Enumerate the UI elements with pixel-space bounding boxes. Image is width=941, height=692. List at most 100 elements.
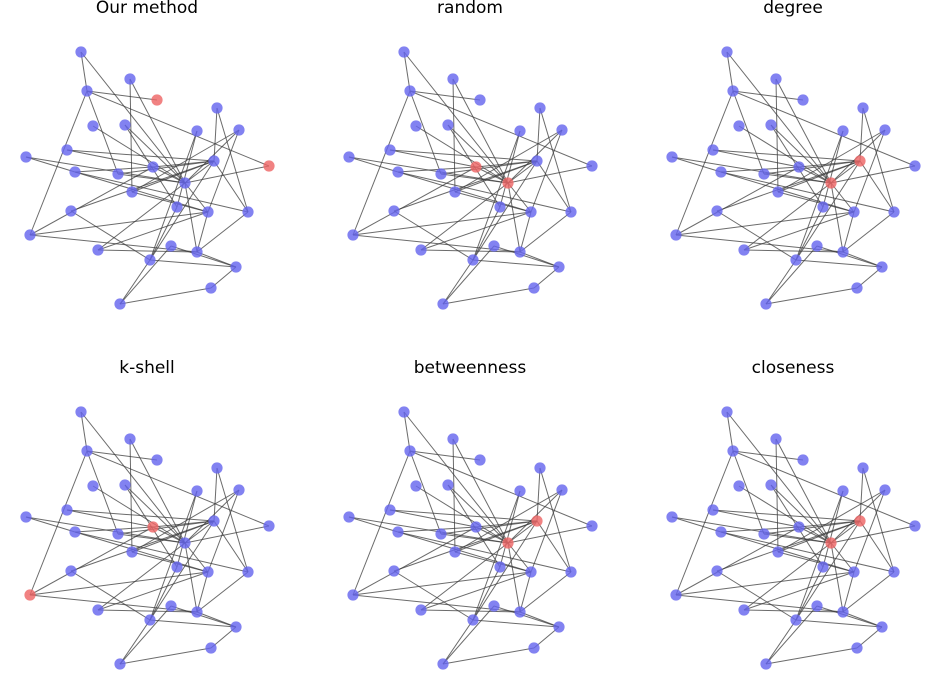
network-edge [409,450,442,535]
network-edge [830,160,861,184]
network-edge [74,166,154,173]
network-node [61,504,73,516]
network-edge [743,182,832,251]
network-edge [536,467,541,522]
network-edge [97,249,198,253]
network-edge [117,533,186,544]
network-edge [184,165,270,184]
network-edge [119,245,172,305]
network-edge [671,156,722,173]
highlighted-node [502,177,514,189]
network-node [69,166,81,178]
network-edge [170,245,237,268]
network-edge [352,450,411,596]
network-node [20,511,32,523]
network-edge [440,160,538,175]
network-node [112,528,124,540]
network-edge [80,51,186,184]
network-edge [743,249,844,253]
network-edge [440,520,538,535]
network-edge [149,619,237,628]
network-edge [29,90,88,236]
network-edge [442,259,474,305]
network-edge [196,611,237,628]
network-edge [770,124,832,184]
network-edge [830,182,855,213]
network-node [514,125,526,137]
network-edge [25,156,76,173]
network-edge [97,571,209,611]
network-edge [119,619,151,665]
network-edge [842,611,883,628]
network-edge [149,130,198,261]
network-edge [743,211,855,251]
network-node [124,433,136,445]
network-edge [213,520,249,573]
network-edge [420,571,532,611]
network-edge [97,182,186,251]
network-edge [472,206,501,261]
network-node [715,166,727,178]
network-edge [475,166,509,184]
nodes [343,406,598,670]
network-edge [124,124,186,184]
network-node [848,206,860,218]
network-node [347,589,359,601]
network-edge [86,450,119,535]
network-edge [352,166,477,236]
network-edge [726,51,832,184]
network-node [851,282,863,294]
network-edge [352,211,532,236]
network-edge [738,485,832,544]
network-edge [184,520,215,544]
network-edge [842,211,855,253]
network-node [92,604,104,616]
network-node [760,298,772,310]
network-node [765,119,777,131]
network-node [144,254,156,266]
network-node [211,462,223,474]
network-node [837,606,849,618]
highlighted-node [825,177,837,189]
network-edge [74,171,209,213]
network-node [837,246,849,258]
network-edge [184,542,209,573]
network-edge [720,531,895,573]
network-node [738,604,750,616]
network-node [494,561,506,573]
network-edge [29,571,209,596]
network-edge [119,647,212,665]
network-node [87,480,99,492]
network-edge [213,467,218,522]
network-node [437,298,449,310]
network-edge [732,450,765,535]
network-node [61,144,73,156]
network-edge [475,526,509,544]
network-node [711,565,723,577]
network-edge [475,520,538,528]
network-node [488,240,500,252]
network-node [790,254,802,266]
network-edge [507,542,532,573]
panel-1: random [343,0,598,310]
network-node [565,566,577,578]
network-edge [216,107,249,213]
network-edge [830,542,855,573]
network-node [797,94,809,106]
network-edge [442,619,474,665]
network-edge [409,90,593,167]
network-edge [389,149,477,168]
network-edge [830,520,861,544]
network-node [534,462,546,474]
network-edge [795,619,883,628]
network-node [191,606,203,618]
network-edge [420,542,509,611]
network-node [415,604,427,616]
network-node [75,406,87,418]
network-edge [29,166,154,236]
network-node [514,485,526,497]
network-node [857,462,869,474]
network-node [670,589,682,601]
network-node [525,206,537,218]
network-node [191,125,203,137]
